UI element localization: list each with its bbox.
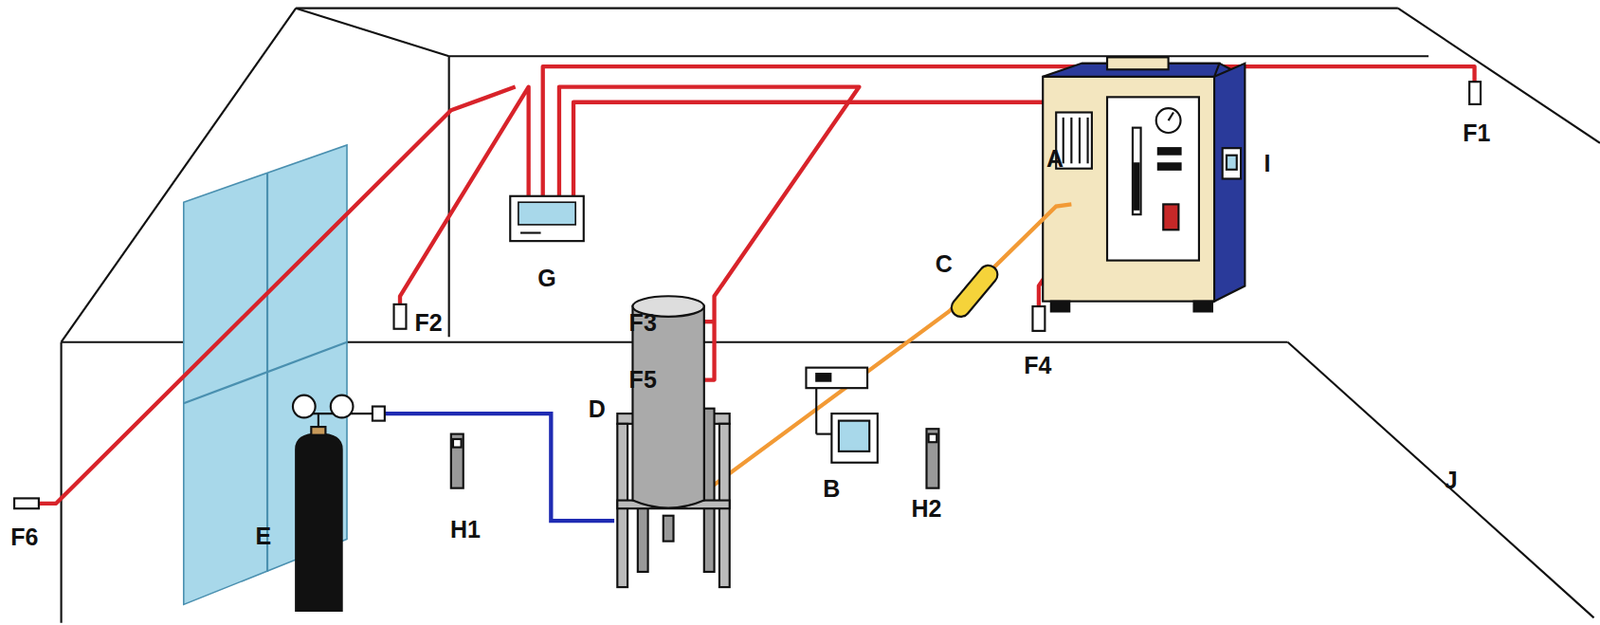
callout-letter: D bbox=[588, 396, 606, 420]
temperature-sensors bbox=[451, 428, 940, 488]
sensor-cables bbox=[38, 66, 1475, 504]
callout-letter: I bbox=[1264, 151, 1272, 176]
callout-letter: F5 bbox=[629, 367, 657, 392]
callout-letter: F1 bbox=[1462, 120, 1491, 145]
gas-sensors bbox=[14, 81, 1481, 509]
callout-letter: G bbox=[537, 265, 556, 290]
flow-meter bbox=[805, 367, 877, 463]
callout-letter: F2 bbox=[415, 310, 443, 335]
callout-letter: E bbox=[254, 524, 272, 548]
gas-cylinder bbox=[292, 395, 385, 611]
callout-letter: A bbox=[1046, 145, 1064, 170]
callout-letter: H2 bbox=[911, 496, 943, 521]
reactor-vessel bbox=[617, 295, 729, 587]
gas-hose bbox=[704, 203, 1073, 492]
flame-arrestor bbox=[947, 261, 1001, 321]
callout-letter: C bbox=[935, 251, 953, 275]
callout-letter: J bbox=[1444, 467, 1458, 491]
hydrogen-generator bbox=[1042, 56, 1245, 311]
callout-letter: F4 bbox=[1023, 353, 1052, 378]
alarm-controller bbox=[509, 196, 584, 241]
gas-pipe bbox=[382, 413, 615, 521]
callout-letter: B bbox=[822, 475, 840, 500]
room-outline bbox=[61, 8, 1600, 623]
callout-letter: F6 bbox=[10, 525, 38, 549]
callout-letter: H1 bbox=[450, 516, 481, 541]
callout-letter: F3 bbox=[629, 310, 657, 335]
